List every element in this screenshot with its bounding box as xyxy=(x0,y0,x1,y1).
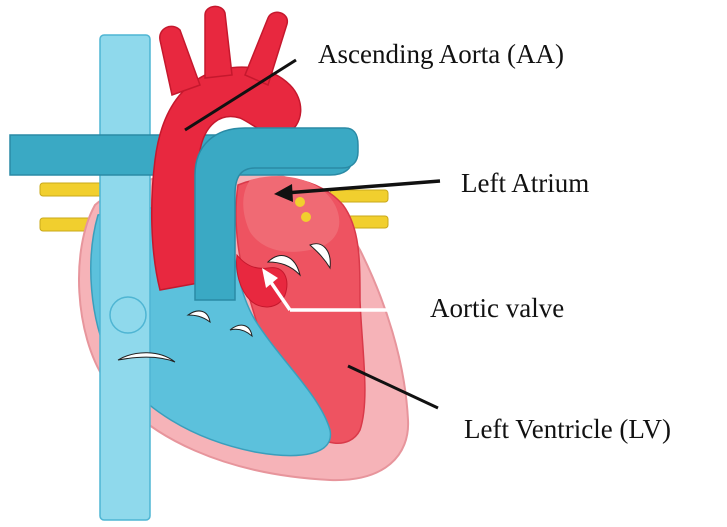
label-aortic-valve: Aortic valve xyxy=(430,295,564,322)
coronary-sinus xyxy=(110,297,146,333)
pulmonary-vein-opening-1 xyxy=(295,197,305,207)
pulmonary-vein-opening-2 xyxy=(301,212,311,222)
vena-cava xyxy=(100,35,150,520)
aortic-branch-1 xyxy=(160,26,200,95)
label-left-atrium: Left Atrium xyxy=(461,170,589,197)
label-ascending-aorta: Ascending Aorta (AA) xyxy=(318,41,564,68)
aortic-branch-3 xyxy=(245,12,287,85)
label-left-ventricle: Left Ventricle (LV) xyxy=(464,416,671,443)
aortic-branch-2 xyxy=(205,6,232,78)
